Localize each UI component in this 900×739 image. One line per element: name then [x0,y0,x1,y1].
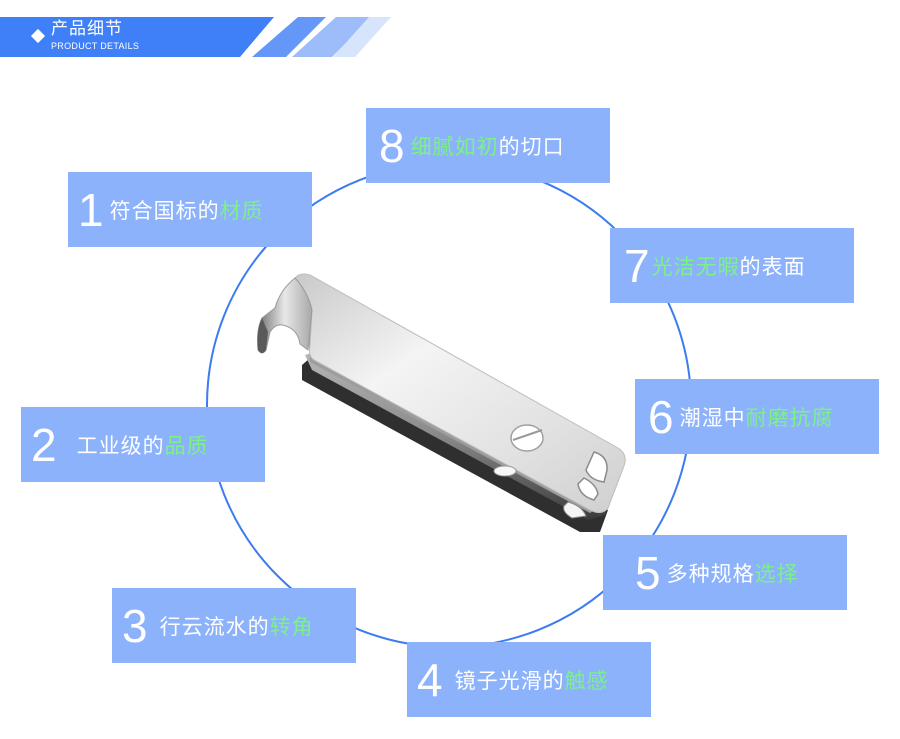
feature-number: 8 [379,119,405,172]
feature-box-6: 6 潮湿中耐磨抗腐 [635,379,879,454]
feature-box-4: 4 镜子光滑的触感 [407,642,651,717]
feature-box-1: 1 符合国标的材质 [68,172,312,247]
feature-box-5: 5 多种规格选择 [603,535,847,610]
feature-number: 3 [122,599,148,652]
product-image [257,273,626,532]
feature-number: 5 [635,546,661,599]
section-header: 产品细节 PRODUCT DETAILS [0,17,400,57]
feature-text: 符合国标的材质 [109,198,264,223]
feature-text: 工业级的品质 [76,433,209,458]
feature-text: 镜子光滑的触感 [454,668,609,693]
feature-text: 光洁无暇的表面 [651,254,806,279]
feature-number: 2 [31,418,57,471]
header-bar [0,17,274,57]
feature-number: 1 [78,183,104,236]
section-title: 产品细节 [51,19,123,39]
feature-box-7: 7 光洁无暇的表面 [610,228,854,303]
feature-text: 多种规格选择 [666,561,799,586]
feature-box-8: 8 细腻如初的切口 [366,108,610,183]
feature-box-3: 3 行云流水的转角 [112,588,356,663]
feature-text: 细腻如初的切口 [410,134,565,159]
feature-number: 4 [417,653,443,706]
section-subtitle: PRODUCT DETAILS [51,41,140,51]
feature-number: 6 [648,390,674,443]
feature-text: 行云流水的转角 [159,614,314,639]
feature-number: 7 [624,239,650,292]
feature-box-2: 2 工业级的品质 [21,407,265,482]
feature-text: 潮湿中耐磨抗腐 [679,405,834,430]
